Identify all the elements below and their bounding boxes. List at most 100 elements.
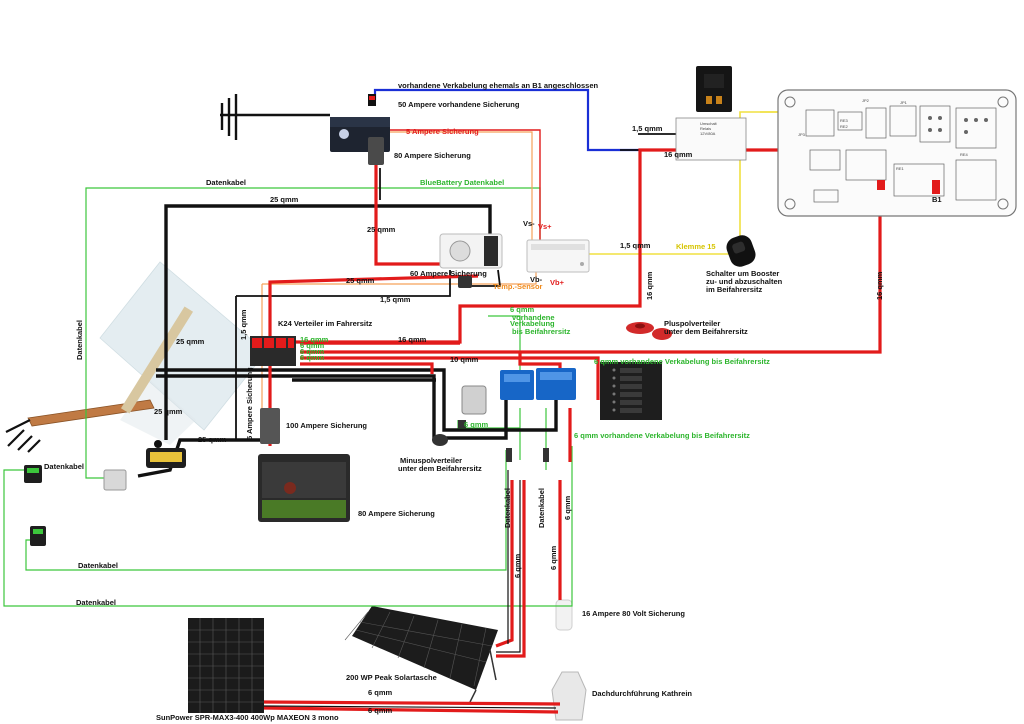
label-qmm6-green-b: vorhandene <box>512 313 555 322</box>
label-qmm16-relay: 16 qmm <box>664 150 693 159</box>
data-device-3 <box>103 469 127 491</box>
label-datenkabel-v1: Datenkabel <box>503 488 512 528</box>
pcb-label: JP2 <box>862 98 870 103</box>
label-k24-row: 6 qmm <box>300 347 325 356</box>
red-thin-wires <box>300 129 541 345</box>
label-datenkabel-low: Datenkabel <box>78 561 118 570</box>
label-fuse-100: 100 Ampere Sicherung <box>286 421 367 430</box>
ground-symbol-left <box>5 419 41 453</box>
label-schalter3: im Beifahrersitz <box>706 285 763 294</box>
label-schalter2: zu- und abzuschalten <box>706 277 783 286</box>
label-qmm10: 10 qmm <box>450 355 479 364</box>
label-qmm16-k24: 16 qmm <box>398 335 427 344</box>
pluspol-distributor <box>626 322 672 340</box>
inline-connectors <box>458 420 549 462</box>
label-fuse-5-vert: 5 Ampere Sicherung <box>245 367 254 440</box>
data-device-2 <box>30 526 46 546</box>
label-solartasche: 200 WP Peak Solartasche <box>346 673 437 682</box>
label-qmm15-k15: 1,5 qmm <box>620 241 651 250</box>
label-fuse-80-top: 80 Ampere Sicherung <box>394 151 471 160</box>
pcb-label: RE1 <box>896 166 905 171</box>
booster-switch <box>726 235 756 267</box>
label-qmm25-mid: 25 qmm <box>346 276 375 285</box>
label-minuspol: Minuspolverteiler <box>400 456 462 465</box>
data-device-1 <box>24 465 42 483</box>
solar-bag <box>344 606 498 703</box>
label-minuspol2: unter dem Beifahrersitz <box>398 464 482 473</box>
label-qmm6-panel1: 6 qmm <box>368 688 393 697</box>
black-solar-wires <box>263 470 557 709</box>
svg-text:Relais: Relais <box>700 126 711 131</box>
label-verkabelung: Verkabelung <box>510 319 555 328</box>
label-qmm6-panel2: 6 qmm <box>368 706 393 715</box>
label-dachdurch: Dachdurchführung Kathrein <box>592 689 692 698</box>
fuse-switch-panel <box>600 362 662 420</box>
control-pcb: RE3 RE2 RE1 RE4 JP2 JP1 JP3 <box>777 89 1017 217</box>
label-fuse-5a: 5 Ampere Sicherung <box>406 127 479 136</box>
label-datenkabel-dev: Datenkabel <box>44 462 84 471</box>
svg-text:Umschalt: Umschalt <box>700 121 718 126</box>
label-pluspol: Pluspolverteiler <box>664 319 720 328</box>
label-qmm25-bottom: 25 qmm <box>154 407 183 416</box>
label-temp-sensor: Temp.-Sensor <box>493 282 543 291</box>
mppt-controller-1 <box>500 370 534 400</box>
label-datenkabel-top: Datenkabel <box>206 178 246 187</box>
roof-feedthrough <box>551 599 587 721</box>
label-qmm16-vert1: 16 qmm <box>645 271 654 300</box>
pcb-label: RE2 <box>840 124 849 129</box>
pcb-label: JP3 <box>798 132 806 137</box>
label-vorhandene-b1: vorhandene Verkabelung ehemals an B1 ang… <box>398 81 598 90</box>
label-qmm25-top: 25 qmm <box>270 195 299 204</box>
label-qmm6-v1: 6 qmm <box>513 553 522 578</box>
label-k24-row: 6 qmm <box>300 341 325 350</box>
label-datenkabel-bottom: Datenkabel <box>76 598 116 607</box>
label-vs-plus: Vs+ <box>538 222 552 231</box>
label-qmm15-left: 1,5 qmm <box>239 309 248 340</box>
label-k24: K24 Verteiler im Fahrersitz <box>278 319 372 328</box>
wire-blue <box>373 88 700 152</box>
sunpower-solar-panel <box>188 618 264 713</box>
label-schalter: Schalter um Booster <box>706 269 779 278</box>
label-qmm6-green: 6 qmm <box>510 305 535 314</box>
label-fuse-50: 50 Ampere vorhandene Sicherung <box>398 100 520 109</box>
label-bis-beifahrer: bis Beifahrersitz <box>512 327 571 336</box>
charger-60a <box>439 233 503 288</box>
label-qmm6-vorh-b: 6 qmm vorhandene Verkabelung bis Beifahr… <box>574 431 750 440</box>
starter-battery <box>330 94 390 165</box>
label-qmm25-vert: 25 qmm <box>367 225 396 234</box>
label-k24-row: 6 qmm <box>300 353 325 362</box>
mppt-controller-2 <box>536 368 576 400</box>
ground-symbol-top <box>220 94 330 140</box>
label-klemme15: Klemme 15 <box>676 242 716 251</box>
label-qmm6-v: 6 qmm <box>563 495 572 520</box>
label-qmm15-mid: 1,5 qmm <box>380 295 411 304</box>
label-sunpower: SunPower SPR-MAX3-400 400Wp MAXEON 3 mon… <box>156 713 339 722</box>
pcb-label: RE3 <box>840 118 849 123</box>
label-qmm25-batt: 25 qmm <box>176 337 205 346</box>
k24-distributor <box>250 336 296 366</box>
mounting-plate <box>99 261 267 445</box>
battery-shunt <box>146 440 186 468</box>
label-fuse-60: 60 Ampere Sicherung <box>410 269 487 278</box>
label-bluebattery: BlueBattery Datenkabel <box>420 178 504 187</box>
label-qmm6-short: 6 qmm <box>464 420 489 429</box>
label-vb-minus: Vb- <box>530 275 543 284</box>
label-qmm6-v2: 6 qmm <box>549 545 558 570</box>
booster-charger <box>526 239 590 273</box>
label-vs-minus: Vs- <box>523 219 535 228</box>
label-datenkabel-v2: Datenkabel <box>537 488 546 528</box>
minuspol-distributor <box>432 385 487 446</box>
label-b1: B1 <box>932 195 942 204</box>
relay-module: Umschalt Relais 12V/80A <box>675 66 747 161</box>
copper-grounding-strap <box>27 306 194 427</box>
label-qmm16-vert2: 16 qmm <box>875 271 884 300</box>
label-k24-row: 16 qmm <box>300 335 329 344</box>
label-qmm15-relay: 1,5 qmm <box>632 124 663 133</box>
pcb-label: JP1 <box>900 100 908 105</box>
label-datenkabel-left: Datenkabel <box>75 320 84 360</box>
label-qmm25-shunt: 25 qmm <box>198 435 227 444</box>
label-pluspol2: unter dem Beifahrersitz <box>664 327 748 336</box>
lithium-battery <box>258 408 350 522</box>
label-fuse-16-80v: 16 Ampere 80 Volt Sicherung <box>582 609 685 618</box>
